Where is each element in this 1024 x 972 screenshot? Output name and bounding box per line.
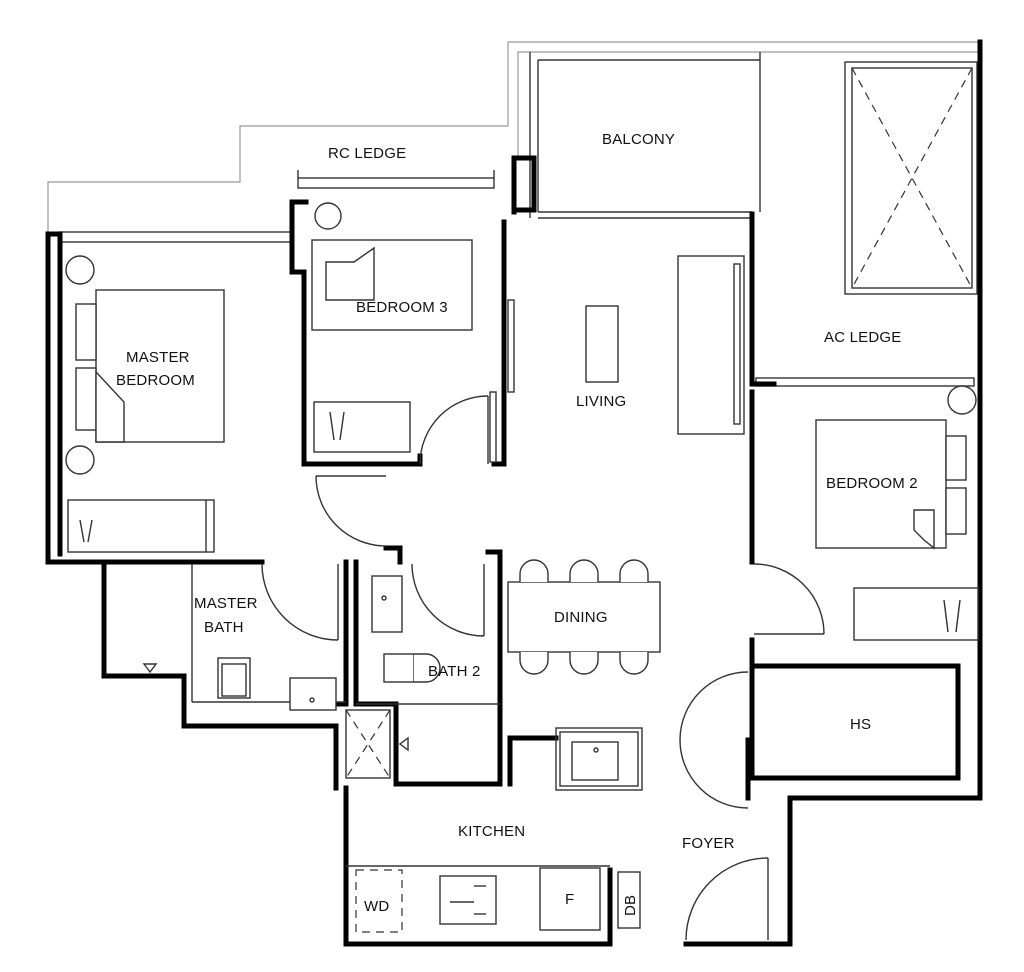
label-ac-ledge: AC LEDGE <box>824 329 901 346</box>
bedroom3-bed <box>311 202 473 453</box>
master-bath-fixtures <box>142 564 346 711</box>
label-db: DB <box>622 895 639 916</box>
label-dining: DINING <box>554 609 608 626</box>
ac-ledge-area <box>844 61 978 295</box>
walls <box>45 39 983 947</box>
label-balcony: BALCONY <box>602 131 675 148</box>
label-bath-2: BATH 2 <box>428 663 481 680</box>
label-kitchen: KITCHEN <box>458 823 525 840</box>
label-fridge: F <box>565 891 574 908</box>
label-hs: HS <box>850 716 871 733</box>
room-labels: RC LEDGE BALCONY BEDROOM 3 MASTER BEDROO… <box>116 131 918 916</box>
sliding-door <box>489 299 515 463</box>
balcony-railing <box>529 52 761 219</box>
label-wd: WD <box>364 898 389 915</box>
label-master-bedroom-1: MASTER <box>126 349 190 366</box>
master-bed <box>65 255 225 475</box>
label-bedroom-2: BEDROOM 2 <box>826 475 918 492</box>
label-foyer: FOYER <box>682 835 735 852</box>
bedroom2-bed <box>815 385 979 641</box>
dining-table <box>507 559 661 675</box>
label-rc-ledge: RC LEDGE <box>328 145 406 162</box>
label-master-bedroom-2: BEDROOM <box>116 372 195 389</box>
bath2-fixtures <box>345 575 500 779</box>
rc-ledge-outline <box>47 41 978 232</box>
label-living: LIVING <box>576 393 626 410</box>
label-master-bath-2: BATH <box>204 619 244 636</box>
label-master-bath-1: MASTER <box>194 595 258 612</box>
label-bedroom-3: BEDROOM 3 <box>356 299 448 316</box>
doors <box>261 395 825 941</box>
kitchen-fixtures <box>346 727 643 933</box>
sofa <box>585 255 745 435</box>
wardrobe <box>67 499 215 553</box>
